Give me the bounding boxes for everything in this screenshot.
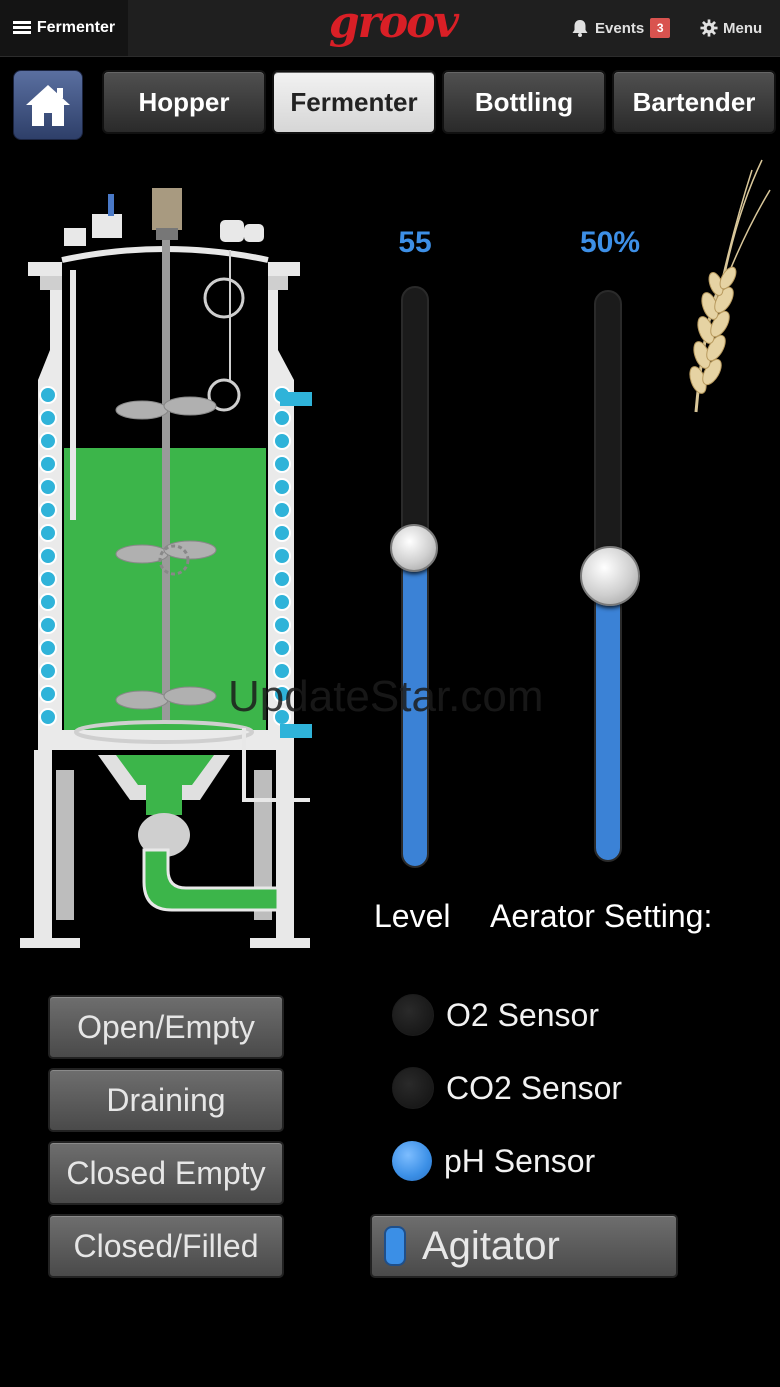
- tab-label: Fermenter: [290, 86, 418, 117]
- tab-bartender[interactable]: Bartender: [612, 70, 776, 134]
- ph-sensor-led: [392, 1141, 432, 1181]
- closed-empty-button[interactable]: Closed Empty: [48, 1141, 284, 1205]
- cooling-coils: [39, 386, 291, 726]
- open-empty-button[interactable]: Open/Empty: [48, 995, 284, 1059]
- watermark: UpdateStar.com: [228, 672, 544, 721]
- events-button[interactable]: Events 3: [570, 14, 671, 42]
- aerator-slider-fill: [596, 576, 620, 860]
- ph-sensor-indicator: pH Sensor: [392, 1139, 595, 1183]
- events-label: Events: [595, 19, 645, 37]
- top-bar: Fermenter groov Events 3 Menu: [0, 0, 780, 57]
- nav-title: Fermenter: [36, 19, 116, 36]
- co2-sensor-led: [392, 1067, 434, 1109]
- agitator-toggle[interactable]: Agitator: [370, 1214, 678, 1278]
- menu-button[interactable]: Menu: [700, 14, 762, 42]
- o2-sensor-led: [392, 994, 434, 1036]
- aerator-value: 50%: [579, 226, 641, 259]
- button-label: Closed Empty: [66, 1154, 266, 1191]
- fermenter-tank-illustration: [20, 188, 312, 948]
- closed-filled-button[interactable]: Closed/Filled: [48, 1214, 284, 1278]
- agitator-label: Agitator: [422, 1223, 560, 1268]
- sensor-label: O2 Sensor: [446, 996, 599, 1033]
- o2-sensor-indicator: O2 Sensor: [392, 993, 599, 1037]
- wheat-icon: [689, 159, 771, 413]
- tab-label: Hopper: [138, 86, 230, 117]
- level-value: 55: [398, 226, 432, 259]
- bell-icon: [572, 20, 588, 37]
- level-slider-fill: [403, 548, 427, 866]
- button-label: Closed/Filled: [73, 1227, 259, 1264]
- home-button[interactable]: [13, 70, 83, 140]
- level-label: Level: [374, 898, 451, 934]
- sensor-label: pH Sensor: [444, 1142, 596, 1179]
- tab-label: Bottling: [474, 86, 574, 117]
- tab-hopper[interactable]: Hopper: [102, 70, 266, 134]
- tab-bottling[interactable]: Bottling: [442, 70, 606, 134]
- agitator-indicator: [384, 1226, 406, 1266]
- events-count-badge: 3: [650, 18, 671, 38]
- gear-icon: [700, 19, 718, 37]
- nav-menu-button[interactable]: Fermenter: [0, 0, 128, 56]
- home-icon: [26, 85, 70, 126]
- draining-button[interactable]: Draining: [48, 1068, 284, 1132]
- tab-label: Bartender: [632, 86, 756, 117]
- tab-fermenter[interactable]: Fermenter: [272, 70, 436, 134]
- button-label: Draining: [106, 1081, 226, 1118]
- aerator-label: Aerator Setting:: [490, 898, 713, 934]
- sensor-label: CO2 Sensor: [446, 1069, 623, 1106]
- aerator-slider-thumb[interactable]: [580, 546, 640, 606]
- button-label: Open/Empty: [77, 1008, 255, 1045]
- level-slider-thumb[interactable]: [390, 524, 438, 572]
- hamburger-icon: [12, 21, 31, 35]
- level-slider-track[interactable]: [401, 286, 429, 868]
- menu-label: Menu: [723, 19, 763, 37]
- groov-logo: groov: [328, 0, 459, 48]
- co2-sensor-indicator: CO2 Sensor: [392, 1066, 622, 1110]
